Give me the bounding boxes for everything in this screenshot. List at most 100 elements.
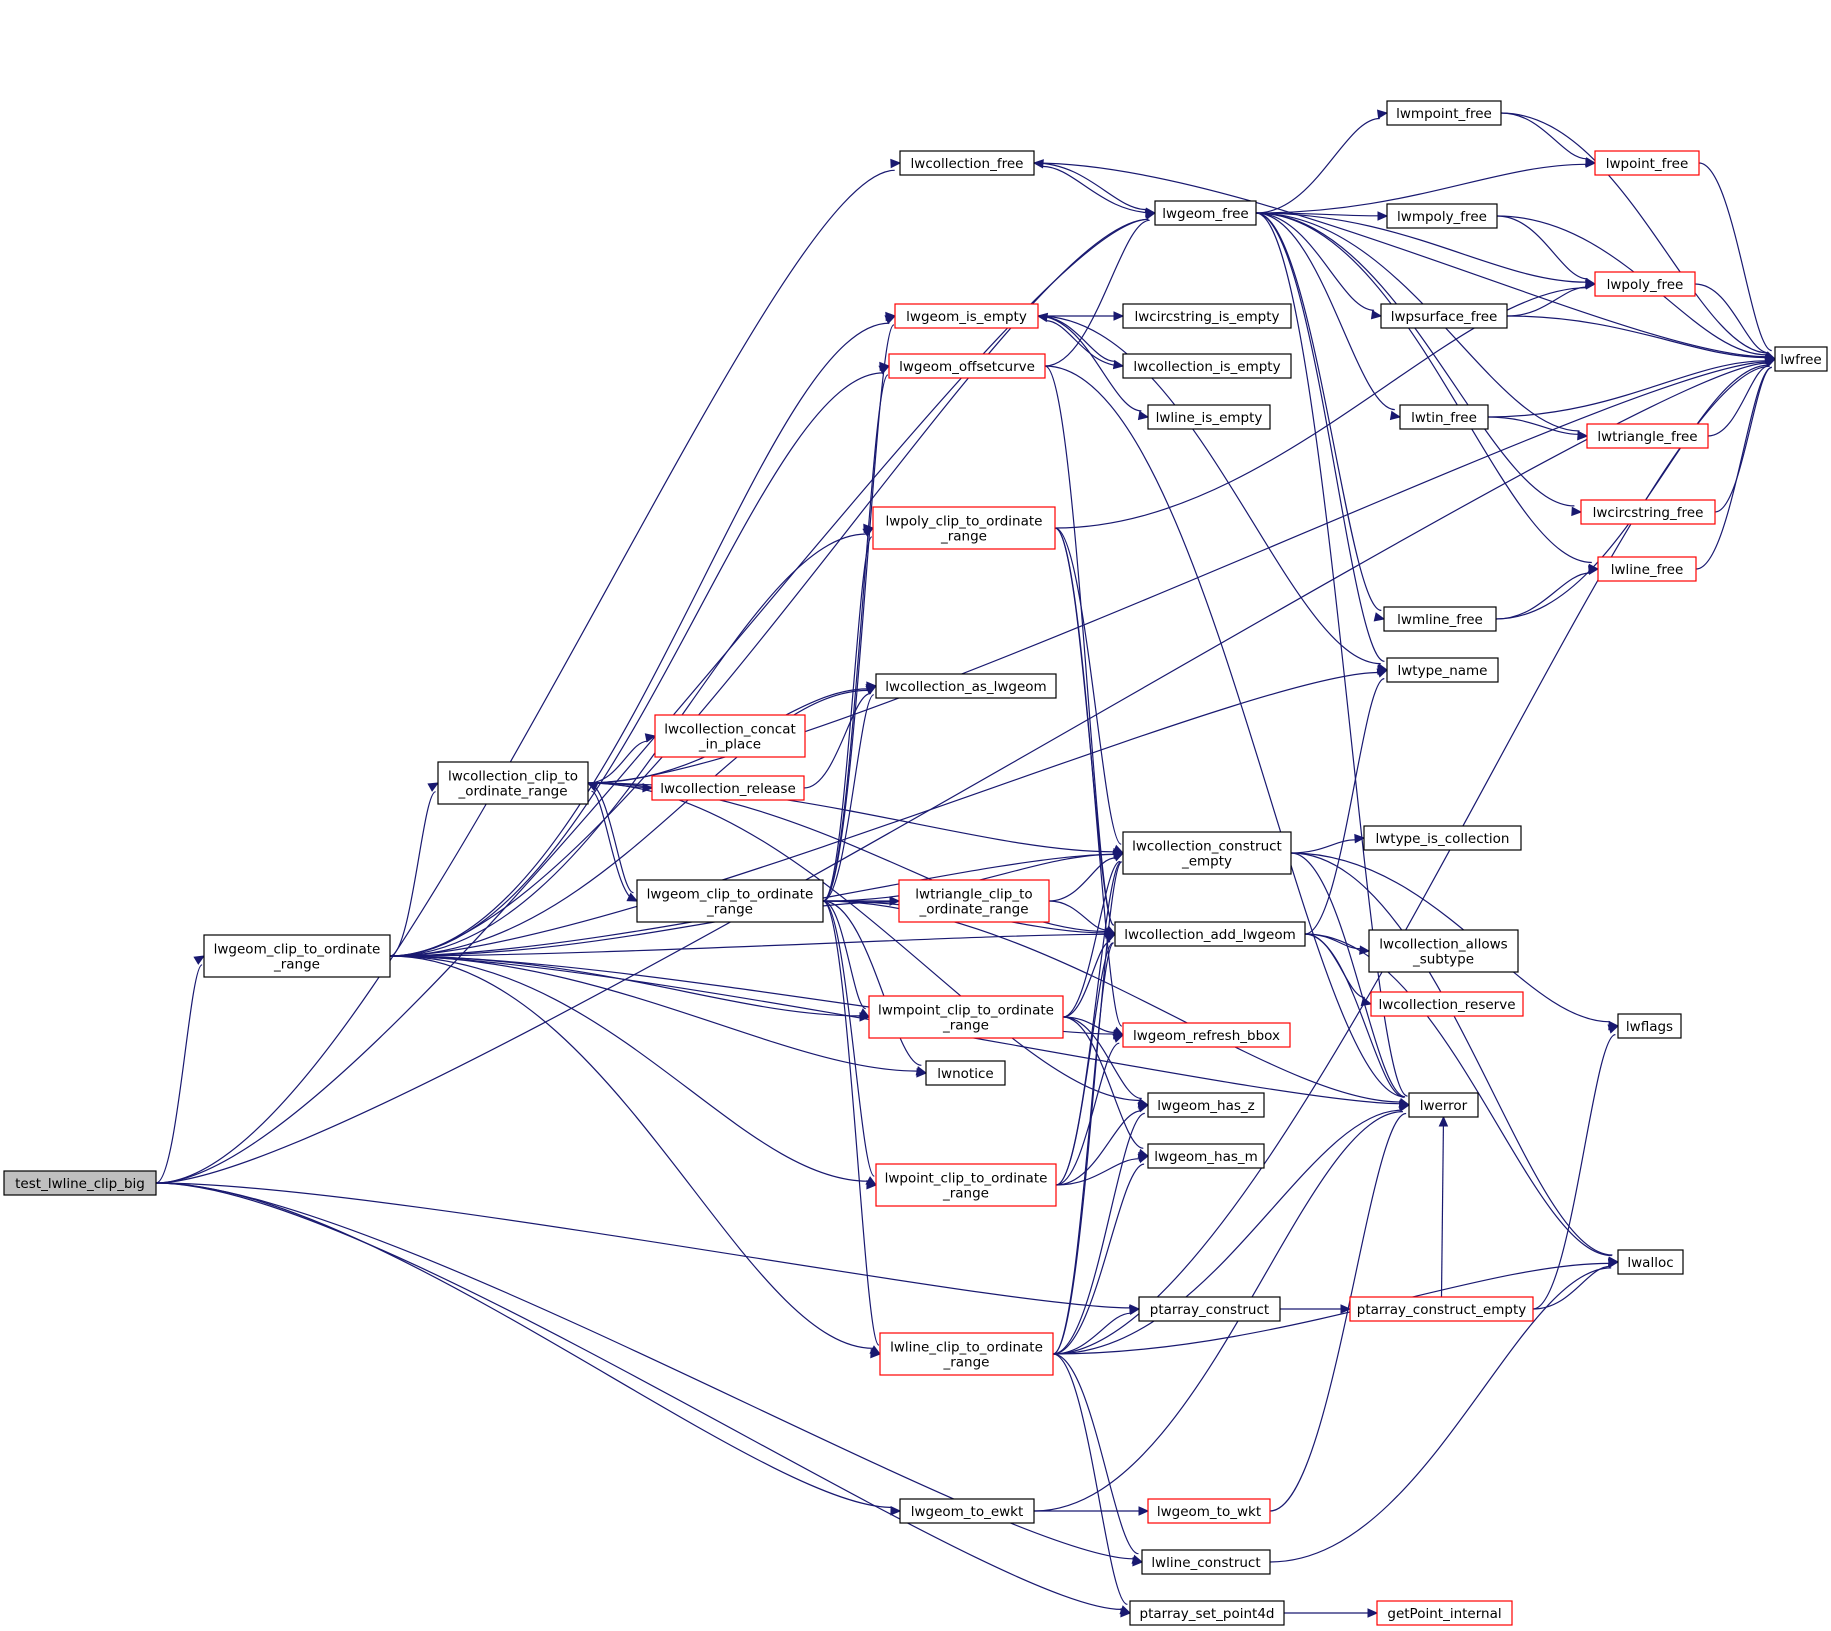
arrowhead-icon	[1373, 612, 1386, 622]
node-label: lwmpoly_free	[1397, 209, 1487, 225]
node-label: _range	[940, 529, 987, 545]
arrowhead-icon	[1137, 1103, 1150, 1113]
node-lwgeom-has-z[interactable]: lwgeom_has_z	[1147, 1092, 1265, 1118]
node-label: lwnotice	[937, 1066, 993, 1082]
node-lwcollection-as-lwgeom[interactable]: lwcollection_as_lwgeom	[875, 673, 1057, 699]
node-lwtype-name[interactable]: lwtype_name	[1386, 657, 1499, 683]
node-lwcollection-free[interactable]: lwcollection_free	[899, 150, 1035, 176]
node-lwline-construct[interactable]: lwline_construct	[1141, 1549, 1271, 1575]
node-lwgeom-clip-to-ordinate-range2[interactable]: lwgeom_clip_to_ordinate_range	[636, 879, 824, 923]
node-box	[899, 1498, 1035, 1524]
node-box	[888, 353, 1046, 379]
arrowhead-icon	[869, 1345, 882, 1355]
node-lwcollection-add-lwgeom[interactable]: lwcollection_add_lwgeom	[1114, 921, 1306, 947]
node-box	[925, 1060, 1006, 1086]
node-lwgeom-free[interactable]: lwgeom_free	[1154, 200, 1257, 226]
edge-line	[1054, 527, 1115, 926]
node-lwgeom-refresh-bbox[interactable]: lwgeom_refresh_bbox	[1122, 1022, 1291, 1048]
edges-layer	[155, 109, 1777, 1618]
node-lwalloc[interactable]: lwalloc	[1617, 1249, 1684, 1275]
node-box	[1122, 303, 1292, 329]
node-lwpoint-clip-to-ordinate-range[interactable]: lwpoint_clip_to_ordinate_range	[875, 1163, 1057, 1207]
arrowhead-icon	[1131, 1554, 1144, 1564]
node-lwmpoly-free[interactable]: lwmpoly_free	[1386, 203, 1498, 229]
edge-lwcollection_construct_empty-to-lwtype_is_collection	[1290, 833, 1366, 854]
edge-line	[1496, 215, 1588, 280]
node-lwgeom-is-empty[interactable]: lwgeom_is_empty	[894, 303, 1039, 329]
edge-lwline_free-to-lwfree	[1695, 357, 1777, 570]
edge-lwpoint_clip_to_ordinate_range-to-lwgeom_has_m	[1055, 1151, 1150, 1186]
edge-line	[1054, 527, 1122, 845]
edge-lwcollection_add_lwgeom-to-lwcollection_reserve	[1304, 933, 1373, 1007]
node-lwtype-is-collection[interactable]: lwtype_is_collection	[1363, 825, 1522, 851]
node-box	[1594, 271, 1696, 297]
edge-lwline_clip_to_ordinate_range-to-lwgeom_has_m	[1052, 1153, 1150, 1355]
edge-line	[155, 169, 895, 1184]
edge-lwcollection_clip_to_ordinate_range-to-lwgeom_clip_to_ordinate_range2	[587, 782, 639, 902]
node-label: _empty	[1181, 854, 1232, 870]
node-ptarray-set-point4d[interactable]: ptarray_set_point4d	[1129, 1600, 1285, 1626]
edge-lwgeom_is_empty-to-lwcollection_is_empty	[1037, 315, 1125, 370]
node-getPoint-internal[interactable]: getPoint_internal	[1376, 1600, 1513, 1626]
node-lwtin-free[interactable]: lwtin_free	[1399, 404, 1489, 430]
node-lwgeom-clip-to-ordinate-range[interactable]: lwgeom_clip_to_ordinate_range	[203, 934, 391, 978]
arrowhead-icon	[644, 733, 657, 743]
node-ptarray-construct[interactable]: ptarray_construct	[1138, 1296, 1281, 1322]
node-lwline-is-empty[interactable]: lwline_is_empty	[1147, 404, 1271, 430]
node-lwcollection-clip-to-ordinate-range[interactable]: lwcollection_clip_to_ordinate_range	[437, 761, 589, 805]
arrowhead-icon	[1144, 210, 1157, 220]
edge-line	[1506, 286, 1587, 317]
node-ptarray-construct-empty[interactable]: ptarray_construct_empty	[1349, 1296, 1534, 1322]
node-lwfree[interactable]: lwfree	[1774, 346, 1828, 372]
edge-line	[1255, 212, 1408, 1097]
node-label: lwalloc	[1627, 1255, 1673, 1271]
node-lwgeom-to-ewkt[interactable]: lwgeom_to_ewkt	[899, 1498, 1035, 1524]
node-lwgeom-to-wkt[interactable]: lwgeom_to_wkt	[1147, 1498, 1271, 1524]
node-box	[872, 506, 1056, 550]
edge-line	[1304, 933, 1612, 1257]
node-lwcollection-construct-empty[interactable]: lwcollection_construct_empty	[1122, 831, 1292, 875]
node-lwline-clip-to-ordinate-range[interactable]: lwline_clip_to_ordinate_range	[879, 1332, 1054, 1376]
node-lwmpoint-clip-to-ordinate-range[interactable]: lwmpoint_clip_to_ordinate_range	[868, 995, 1064, 1039]
edge-line	[1487, 416, 1579, 435]
edge-line	[1255, 212, 1575, 507]
node-lwgeom-has-m[interactable]: lwgeom_has_m	[1147, 1143, 1265, 1169]
node-lwcollection-is-empty[interactable]: lwcollection_is_empty	[1122, 353, 1292, 379]
node-lwcircstring-is-empty[interactable]: lwcircstring_is_empty	[1122, 303, 1292, 329]
node-lwline-free[interactable]: lwline_free	[1597, 556, 1697, 582]
node-lwnotice[interactable]: lwnotice	[925, 1060, 1006, 1086]
node-lwflags[interactable]: lwflags	[1617, 1013, 1682, 1039]
edge-lwgeom_clip_to_ordinate_range2-to-lwcollection_clip_to_ordinate_range	[586, 782, 638, 902]
edge-line	[1695, 366, 1773, 570]
node-lwerror[interactable]: lwerror	[1408, 1092, 1479, 1118]
node-lwmpoint-free[interactable]: lwmpoint_free	[1386, 100, 1502, 126]
node-lwgeom-offsetcurve[interactable]: lwgeom_offsetcurve	[888, 353, 1046, 379]
node-label: lwgeom_clip_to_ordinate	[214, 942, 381, 958]
edge-line	[1495, 572, 1590, 620]
node-lwpoly-clip-to-ordinate-range[interactable]: lwpoly_clip_to_ordinate_range	[872, 506, 1056, 550]
edge-lwline_clip_to_ordinate_range-to-lwline_construct	[1052, 1353, 1144, 1564]
edge-lwgeom_offsetcurve-to-lwgeom_free	[1044, 210, 1157, 367]
node-lwpoint-free[interactable]: lwpoint_free	[1594, 150, 1700, 176]
edge-line	[1055, 1042, 1120, 1186]
edge-line	[1062, 1016, 1142, 1100]
node-lwmline-free[interactable]: lwmline_free	[1383, 606, 1497, 632]
edge-line	[1055, 1110, 1142, 1186]
edge-line	[1044, 219, 1150, 367]
edge-line	[822, 694, 875, 902]
node-lwtriangle-clip-to-ordinate-range[interactable]: lwtriangle_clip_to_ordinate_range	[898, 879, 1050, 923]
node-lwcollection-concat-in-place[interactable]: lwcollection_concat_in_place	[654, 714, 806, 758]
node-lwcollection-release[interactable]: lwcollection_release	[651, 775, 805, 801]
arrowhead-icon	[1036, 312, 1049, 323]
node-lwpsurface-free[interactable]: lwpsurface_free	[1380, 303, 1508, 329]
node-lwpoly-free[interactable]: lwpoly_free	[1594, 271, 1696, 297]
node-lwtriangle-free[interactable]: lwtriangle_free	[1586, 423, 1709, 449]
edge-line	[1500, 112, 1769, 354]
arrowhead-icon	[1585, 279, 1597, 289]
edge-lwgeom_clip_to_ordinate_range2-to-lwline_clip_to_ordinate_range	[822, 900, 882, 1355]
edge-lwgeom_clip_to_ordinate_range-to-lwpoint_clip_to_ordinate_range	[389, 955, 878, 1190]
node-lwcollection-reserve[interactable]: lwcollection_reserve	[1370, 991, 1524, 1017]
node-lwcircstring-free[interactable]: lwcircstring_free	[1580, 499, 1716, 525]
node-label: _subtype	[1412, 952, 1474, 968]
node-lwcollection-allows-subtype[interactable]: lwcollection_allows_subtype	[1368, 929, 1519, 973]
